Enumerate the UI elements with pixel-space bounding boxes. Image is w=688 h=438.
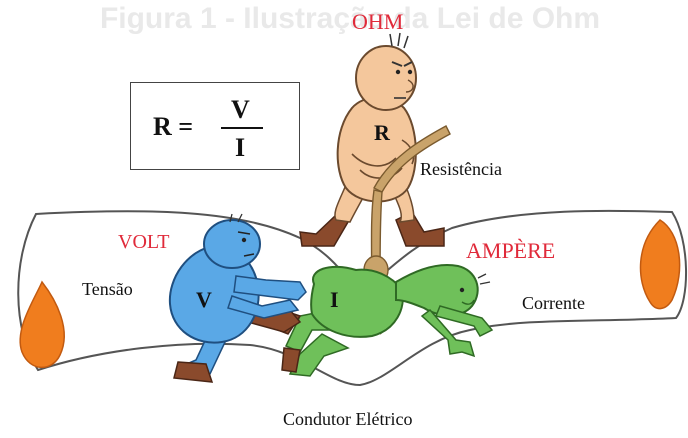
label-volt: VOLT [118, 232, 169, 252]
faded-figure-caption: Figura 1 - Ilustração da Lei de Ohm [70, 4, 630, 34]
label-ampere: AMPÈRE [466, 240, 555, 262]
volt-letter: V [196, 289, 212, 311]
label-tensao: Tensão [82, 280, 133, 298]
fraction-bar [221, 127, 263, 129]
formula-denominator: I [235, 135, 245, 161]
formula-box: R = V I [130, 82, 300, 170]
label-corrente: Corrente [522, 294, 585, 312]
formula-numerator: V [231, 97, 250, 123]
resistor-letter: R [374, 122, 390, 144]
current-letter: I [330, 289, 339, 311]
label-ohm: OHM [352, 11, 403, 33]
formula-lhs: R = [153, 114, 193, 140]
label-resistencia: Resistência [420, 160, 502, 178]
label-condutor-eletrico: Condutor Elétrico [283, 410, 412, 428]
